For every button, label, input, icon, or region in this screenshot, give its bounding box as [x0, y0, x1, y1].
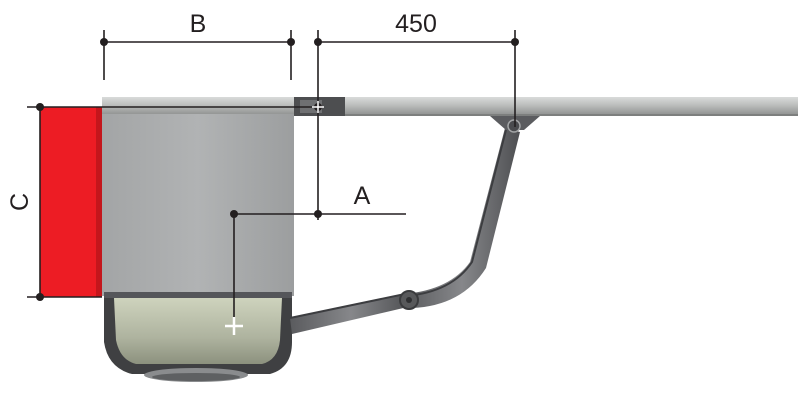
- arm-lower: [290, 294, 412, 334]
- motor-base-shadow: [152, 373, 240, 381]
- dim-b-dot-right: [287, 38, 295, 46]
- gate-leaf-edge: [102, 114, 798, 116]
- arm-elbow-pin: [406, 297, 412, 303]
- label-450: 450: [395, 10, 437, 38]
- plus-crosshair-icon: [225, 317, 243, 335]
- hinge-crosshair-icon: [312, 101, 324, 113]
- dim-c-dot-top: [36, 103, 44, 111]
- motor-housing: [102, 114, 294, 296]
- dimension-endpoints: [36, 38, 519, 301]
- dim-450-dot-left: [314, 38, 322, 46]
- dim-b-dot-left: [100, 38, 108, 46]
- motor-cover-band: [104, 292, 292, 298]
- dim-a-dot-left: [230, 210, 238, 218]
- dim-a-dot-right: [314, 210, 322, 218]
- pillar-shadow: [96, 107, 102, 297]
- motor-cover: [114, 298, 282, 364]
- label-c: C: [6, 193, 34, 211]
- gate-leaf: [102, 97, 798, 115]
- gate-bracket-pivot: [507, 119, 521, 133]
- pillar: [40, 107, 102, 297]
- label-a: A: [354, 182, 371, 210]
- dim-c-dot-bottom: [36, 293, 44, 301]
- dim-450-dot-right: [511, 38, 519, 46]
- label-b: B: [190, 10, 207, 38]
- arm-lower-edge: [289, 293, 406, 319]
- arm-upper: [404, 128, 520, 308]
